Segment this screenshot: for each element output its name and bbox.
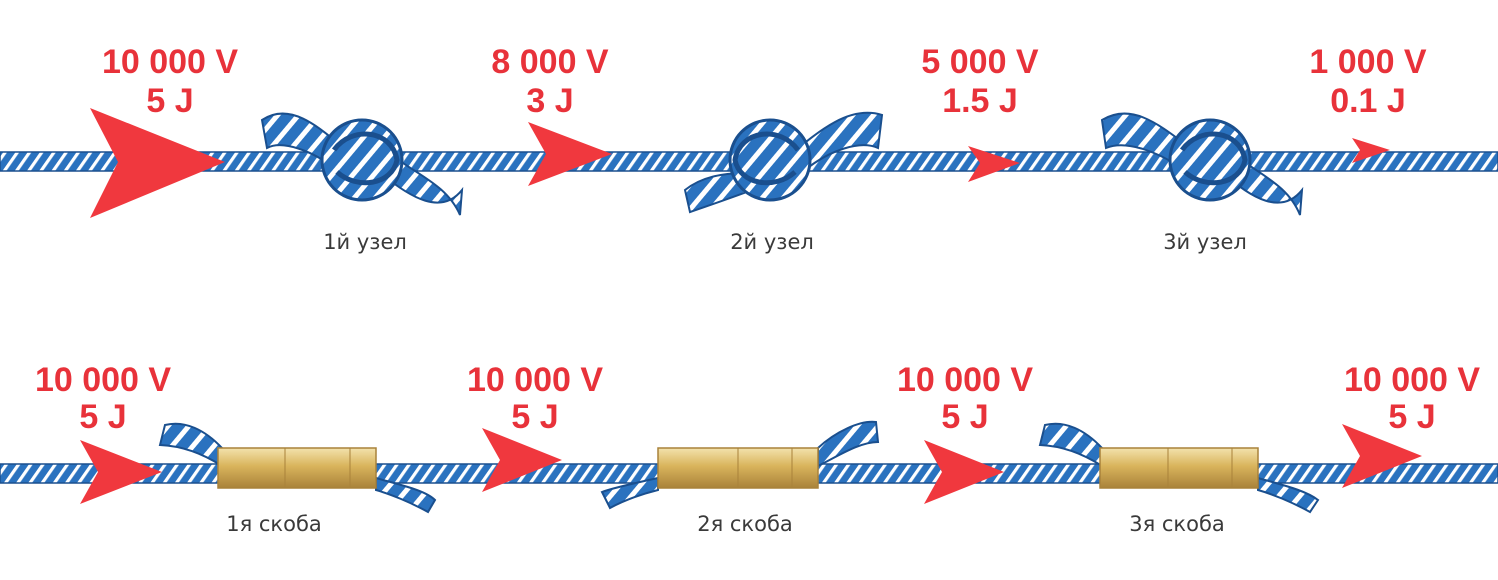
bottom-energy-2: 5 J <box>511 398 558 436</box>
clamp-label-1: 1я скоба <box>226 512 322 536</box>
top-energy-4: 0.1 J <box>1330 82 1406 120</box>
arrow-top-1 <box>90 108 225 218</box>
knot-label-3: 3й узел <box>1163 230 1247 254</box>
bottom-energy-3: 5 J <box>941 398 988 436</box>
knot-1-shape <box>260 112 464 216</box>
arrow-bottom-2 <box>482 428 562 492</box>
knot-3-shape <box>1100 112 1304 216</box>
bottom-voltage-2: 10 000 V <box>467 361 603 399</box>
bottom-energy-1: 5 J <box>79 398 126 436</box>
arrow-bottom-3 <box>924 440 1004 504</box>
top-energy-3: 1.5 J <box>942 82 1018 120</box>
clamp-1-shape <box>158 422 437 514</box>
top-energy-2: 3 J <box>526 82 573 120</box>
bottom-voltage-3: 10 000 V <box>897 361 1033 399</box>
clamp-3-shape <box>1038 422 1320 514</box>
top-voltage-2: 8 000 V <box>491 43 609 81</box>
bottom-energy-4: 5 J <box>1388 398 1435 436</box>
arrow-top-3 <box>968 146 1020 182</box>
knot-label-2: 2й узел <box>730 230 814 254</box>
bottom-voltage-1: 10 000 V <box>35 361 171 399</box>
top-voltage-3: 5 000 V <box>921 43 1039 81</box>
knot-label-1: 1й узел <box>323 230 407 254</box>
clamp-label-2: 2я скоба <box>697 512 793 536</box>
bottom-voltage-4: 10 000 V <box>1344 361 1480 399</box>
arrow-bottom-1 <box>80 440 162 504</box>
top-voltage-4: 1 000 V <box>1309 43 1427 81</box>
clamp-label-3: 3я скоба <box>1129 512 1225 536</box>
top-voltage-1: 10 000 V <box>102 43 238 81</box>
arrow-top-4 <box>1352 138 1390 163</box>
arrow-bottom-4 <box>1342 424 1422 488</box>
arrow-top-2 <box>528 122 612 186</box>
row-knots: 10 000 V 5 J 8 000 V 3 J 5 000 V 1.5 J 1… <box>0 43 1498 254</box>
row-clamps: 10 000 V 5 J 10 000 V 5 J 10 000 V 5 J 1… <box>0 361 1498 536</box>
knot-2-shape <box>683 111 884 214</box>
clamp-2-shape <box>600 420 880 510</box>
top-energy-1: 5 J <box>146 82 193 120</box>
